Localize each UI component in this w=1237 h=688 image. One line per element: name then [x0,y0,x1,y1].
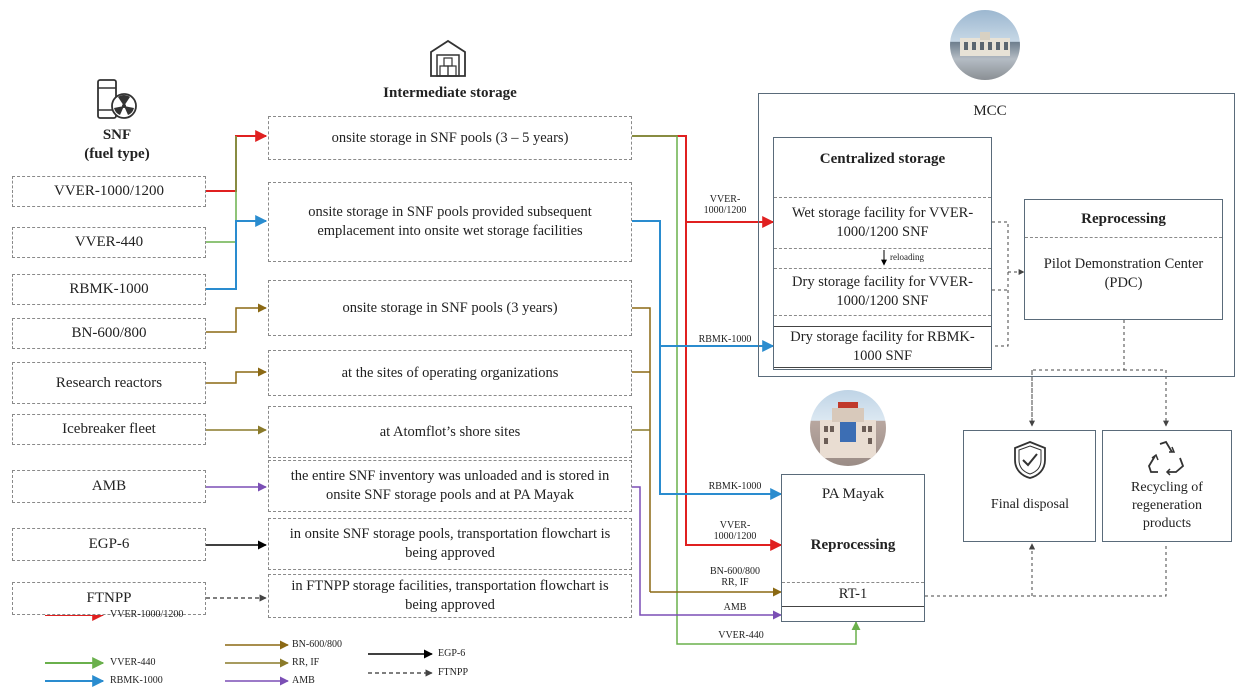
mcc-reprocessing-heading: Reprocessing [1081,211,1166,227]
flow-label-pa-vver: VVER- 1000/1200 [713,520,757,542]
flow-rbmk-to-mcc [632,220,775,352]
recycling-box [1102,430,1232,542]
pa-mayak-title: PA Mayak [821,486,885,502]
legend-label-bn: BN-600/800 [292,639,342,650]
mcc-building-photo [950,10,1020,80]
fuel-box-bn-600-800: BN-600/800 [12,318,206,349]
fuel-container-radiation-icon [97,79,137,119]
fuel-box-ftnpp: FTNPP [12,582,206,615]
snf-heading: SNF (fuel type) [62,126,172,164]
flow-label-mcc-vver: VVER- 1000/1200 [703,194,747,216]
legend-label-rr-if: RR, IF [292,657,320,668]
mcc-container [758,93,1235,377]
intermediate-box-4: at the sites of operating organizations [268,350,632,396]
flow-storage-to-pdc [992,221,1024,347]
dry-storage-rbmk: Dry storage facility for RBMK-1000 SNF [774,326,991,368]
fuel-type-subtitle: (fuel type) [84,146,150,162]
intermediate-box-7: in onsite SNF storage pools, transportat… [268,518,632,570]
fuel-box-rbmk-1000: RBMK-1000 [12,274,206,305]
mcc-reprocessing-container [1024,199,1223,320]
flow-pdc-down [1031,320,1166,426]
pa-mayak-reprocessing-heading: Reprocessing [810,537,896,553]
fuel-box-research-reactors: Research reactors [12,362,206,404]
pilot-demonstration-center: Pilot Demonstration Center (PDC) [1025,237,1222,309]
wet-storage-facility: Wet storage facility for VVER-1000/1200 … [774,197,991,249]
legend-label-vver440: VVER-440 [110,657,156,668]
recycling-label: Recycling of regeneration products [1131,480,1203,531]
flow-rbmk-to-pools [206,215,268,290]
rt-1-plant: RT-1 [782,582,924,607]
legend-label-rbmk: RBMK-1000 [110,675,163,686]
fuel-box-egp-6: EGP-6 [12,528,206,561]
fuel-box-icebreaker-fleet: Icebreaker fleet [12,414,206,445]
flow-bn-to-pools [206,303,267,333]
flow-rbmk-to-pa [659,346,783,500]
mcc-title: MCC [973,103,1007,119]
warehouse-icon [430,39,466,77]
flow-vver440-to-rt1 [632,135,861,645]
intermediate-box-3: onsite storage in SNF pools (3 years) [268,280,632,336]
centralized-storage-container [773,137,992,370]
intermediate-box-1: onsite storage in SNF pools (3 – 5 years… [268,116,632,160]
legend-label-amb: AMB [292,675,315,686]
recycle-icon [1148,440,1185,476]
fuel-box-amb: AMB [12,470,206,503]
reloading-label: reloading [890,252,924,262]
intermediate-box-6: the entire SNF inventory was unloaded an… [268,460,632,512]
final-disposal-label: Final disposal [990,496,1070,512]
dry-storage-vver: Dry storage facility for VVER-1000/1200 … [774,268,991,316]
intermediate-box-8: in FTNPP storage facilities, transportat… [268,574,632,618]
flow-vver440-to-pools [206,136,237,243]
flow-label-pa-rbmk: RBMK-1000 [708,481,762,492]
flow-label-pa-bn: BN-600/800 RR, IF [710,566,760,588]
legend-label-ftnpp: FTNPP [438,667,469,678]
legend-label-vver1000: VVER-1000/1200 [110,609,184,620]
flow-rr-to-sites [206,367,267,384]
shield-check-icon [1014,441,1046,479]
fuel-box-vver-1000: VVER-1000/1200 [12,176,206,207]
fuel-box-vver-440: VVER-440 [12,227,206,258]
intermediate-box-2: onsite storage in SNF pools provided sub… [268,182,632,262]
flow-bn-to-rt1 [632,307,651,592]
pa-mayak-container [781,474,925,622]
flow-rt1-out [925,544,1167,597]
intermediate-box-5: at Atomflot’s shore sites [268,406,632,458]
flow-label-pa-amb: AMB [723,602,747,613]
centralized-storage-heading: Centralized storage [819,151,946,167]
legend-lines [45,609,433,687]
flow-vver1000-to-pa [685,222,783,551]
final-disposal-box [963,430,1096,542]
legend-label-egp: EGP-6 [438,648,466,659]
flow-amb-to-rt1 [632,486,782,620]
snf-title: SNF [102,127,132,143]
flow-label-mcc-rbmk: RBMK-1000 [698,334,752,345]
intermediate-storage-heading: Intermediate storage [383,85,517,101]
flow-label-pa-vver440: VVER-440 [718,630,764,641]
pa-mayak-building-photo [810,390,886,466]
